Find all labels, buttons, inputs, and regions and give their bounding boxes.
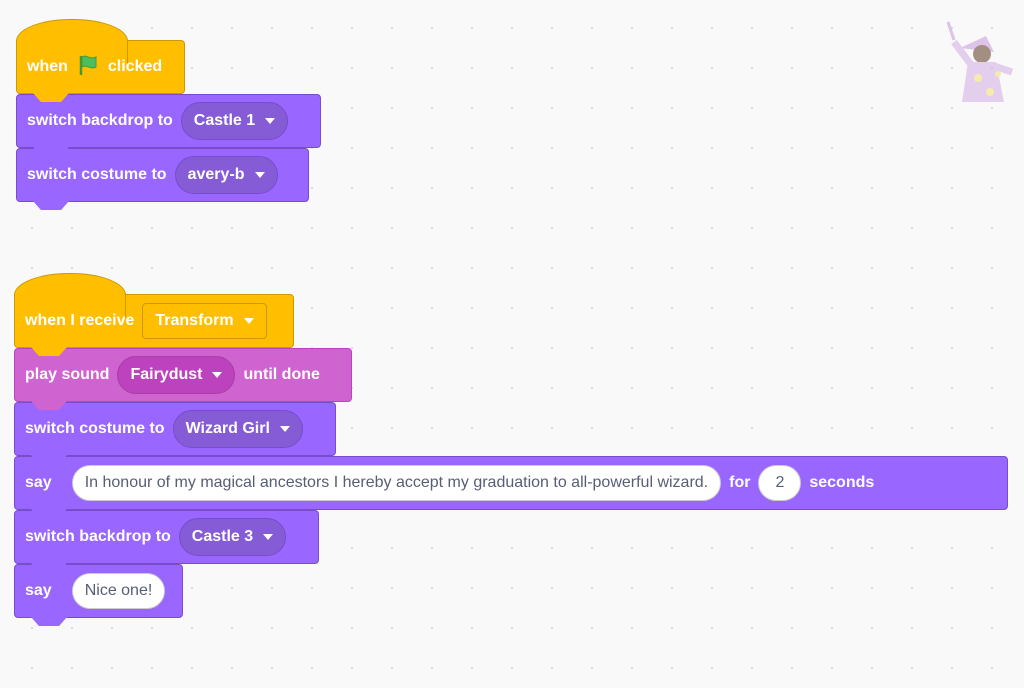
green-flag-icon <box>76 53 100 82</box>
caret-down-icon <box>212 372 223 378</box>
seconds-input[interactable]: 2 <box>758 465 802 501</box>
switch-backdrop-block[interactable]: switch backdrop to Castle 3 <box>14 510 319 572</box>
say-text-input[interactable]: In honour of my magical ancestors I here… <box>71 465 722 501</box>
block-label: switch backdrop to <box>25 528 171 545</box>
block-label: say <box>25 474 52 491</box>
block-label: switch costume to <box>27 166 167 183</box>
block-label: switch costume to <box>25 420 165 437</box>
for-label: for <box>729 474 751 491</box>
caret-down-icon <box>265 118 276 124</box>
caret-down-icon <box>243 318 254 324</box>
input-value: 2 <box>775 474 785 491</box>
dropdown-value: Castle 3 <box>191 528 254 545</box>
seconds-label: seconds <box>809 474 875 491</box>
dropdown-value: avery-b <box>187 166 245 183</box>
caret-down-icon <box>254 172 265 178</box>
play-sound-block[interactable]: play sound Fairydust until done <box>14 348 352 410</box>
input-value: In honour of my magical ancestors I here… <box>84 474 709 491</box>
when-flag-clicked-hat[interactable]: when clicked <box>16 19 185 102</box>
dropdown-value: Transform <box>155 312 234 329</box>
dropdown-value: Wizard Girl <box>185 420 270 437</box>
clicked-label: clicked <box>107 58 163 75</box>
caret-down-icon <box>263 534 274 540</box>
dropdown-value: Castle 1 <box>193 112 256 129</box>
caret-down-icon <box>279 426 290 432</box>
when-label: when <box>27 58 68 75</box>
say-text-input[interactable]: Nice one! <box>71 573 166 609</box>
block-label: play sound <box>25 366 110 383</box>
costume-dropdown[interactable]: Wizard Girl <box>172 410 303 448</box>
block-label: switch backdrop to <box>27 112 173 129</box>
block-suffix: until done <box>243 366 320 383</box>
switch-costume-block[interactable]: switch costume to Wizard Girl <box>14 402 336 464</box>
message-dropdown[interactable]: Transform <box>142 303 267 339</box>
block-label: say <box>25 582 52 599</box>
sprite-thumbnail <box>938 18 1016 106</box>
sound-dropdown[interactable]: Fairydust <box>117 356 236 394</box>
block-label: when I receive <box>25 312 135 329</box>
when-i-receive-hat[interactable]: when I receive Transform <box>14 273 294 356</box>
dropdown-value: Fairydust <box>130 366 203 383</box>
say-for-seconds-block[interactable]: say In honour of my magical ancestors I … <box>14 456 1008 518</box>
input-value: Nice one! <box>84 582 153 599</box>
costume-dropdown[interactable]: avery-b <box>174 156 278 194</box>
say-block[interactable]: say Nice one! <box>14 564 183 626</box>
switch-backdrop-block[interactable]: switch backdrop to Castle 1 <box>16 94 321 156</box>
backdrop-dropdown[interactable]: Castle 1 <box>180 102 289 140</box>
switch-costume-block[interactable]: switch costume to avery-b <box>16 148 309 210</box>
backdrop-dropdown[interactable]: Castle 3 <box>178 518 287 556</box>
